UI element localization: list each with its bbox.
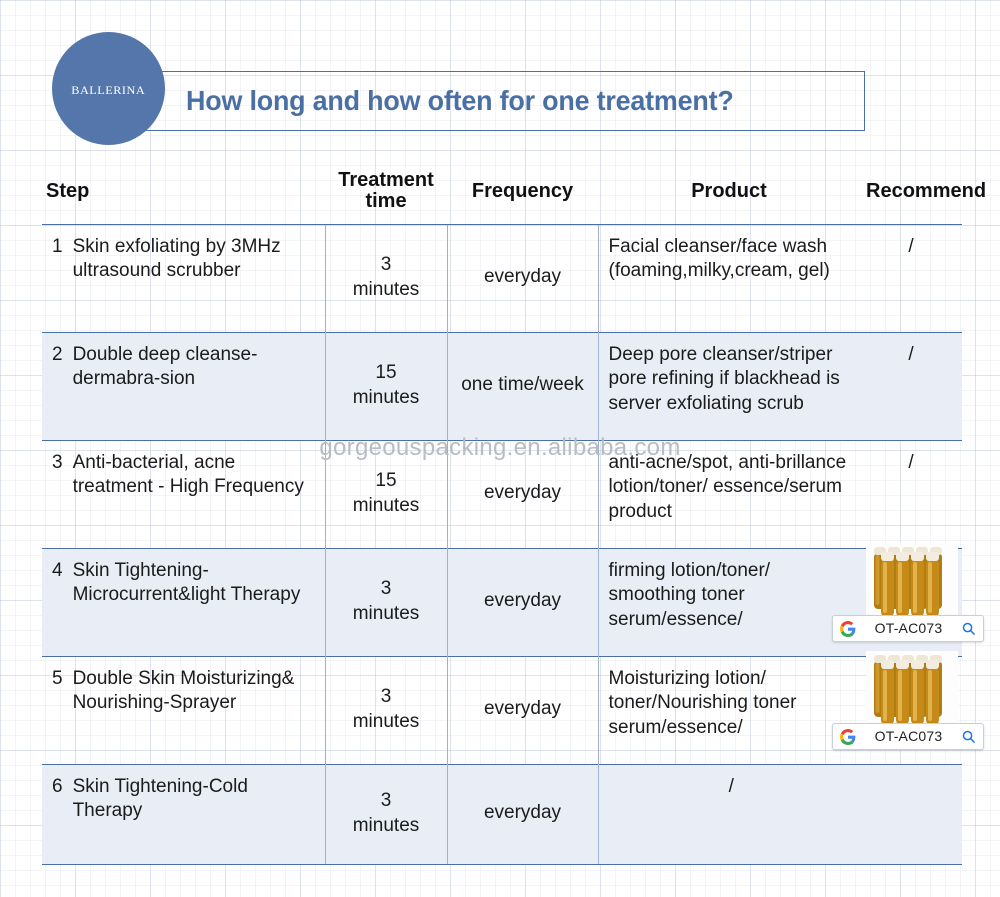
product-code-label: OT-AC073	[874, 619, 943, 636]
cell-treatment-time: 3 minutes	[324, 548, 447, 657]
cell-recommend: /	[860, 332, 962, 441]
treatment-time-value: 15	[375, 469, 397, 491]
treatment-time-value: 3	[380, 253, 392, 275]
title-box: How long and how often for one treatment…	[120, 71, 865, 131]
column-header-treatment-time-line2: time	[365, 190, 407, 212]
treatment-time-unit: minutes	[352, 602, 420, 624]
column-header-treatment-time-line1: Treatment	[338, 169, 434, 191]
page-title: How long and how often for one treatment…	[186, 85, 734, 116]
cell-product: firming lotion/toner/ smoothing toner se…	[597, 548, 860, 657]
table-row: 2 Double deep cleanse-dermabra-sion 15 m…	[42, 332, 962, 441]
cell-step: 5 Double Skin Moisturizing& Nourishing-S…	[42, 656, 325, 765]
treatment-time-unit: minutes	[352, 494, 420, 516]
cell-frequency: everyday	[446, 548, 598, 657]
treatment-time-value: 3	[380, 577, 392, 599]
treatment-time-unit: minutes	[352, 814, 420, 836]
table-row: 5 Double Skin Moisturizing& Nourishing-S…	[42, 651, 984, 765]
step-number: 3	[52, 452, 63, 473]
treatment-table: Step Treatment time Frequency Product Re…	[42, 168, 987, 865]
cell-frequency: everyday	[446, 764, 598, 865]
google-search-badge[interactable]: OT-AC073	[832, 615, 984, 642]
treatment-time-unit: minutes	[352, 386, 420, 408]
treatment-time-value: 3	[380, 789, 392, 811]
ampoules-icon	[866, 651, 958, 735]
step-label: Skin exfoliating by 3MHz ultrasound scru…	[72, 236, 281, 282]
step-number: 4	[52, 560, 63, 581]
header: How long and how often for one treatment…	[0, 0, 1000, 160]
cell-step: 3 Anti-bacterial, acne treatment - High …	[42, 440, 325, 549]
cell-treatment-time: 15 minutes	[324, 332, 447, 441]
cell-recommend: OT-AC073	[832, 543, 984, 657]
product-thumbnail[interactable]: OT-AC073	[832, 651, 984, 750]
cell-treatment-time: 3 minutes	[324, 764, 447, 865]
cell-treatment-time: 3 minutes	[324, 656, 447, 765]
google-search-badge[interactable]: OT-AC073	[832, 723, 984, 750]
table-row: 6 Skin Tightening-Cold Therapy 3 minutes…	[42, 764, 962, 865]
search-icon[interactable]	[961, 621, 976, 636]
cell-recommend: /	[860, 224, 962, 333]
table-header: Step Treatment time Frequency Product Re…	[42, 168, 987, 225]
search-icon[interactable]	[961, 729, 976, 744]
google-logo-icon	[840, 620, 856, 637]
table-row: 4 Skin Tightening-Microcurrent&light The…	[42, 543, 984, 657]
table-body: 1 Skin exfoliating by 3MHz ultrasound sc…	[42, 224, 984, 865]
cell-frequency: one time/week	[446, 332, 598, 441]
step-label: Skin Tightening-Microcurrent&light Thera…	[72, 560, 301, 606]
cell-treatment-time: 3 minutes	[324, 224, 447, 333]
treatment-time-unit: minutes	[352, 710, 420, 732]
table-row: 1 Skin exfoliating by 3MHz ultrasound sc…	[42, 224, 962, 333]
cell-step: 1 Skin exfoliating by 3MHz ultrasound sc…	[42, 224, 325, 333]
cell-product: Facial cleanser/face wash (foaming,milky…	[597, 224, 860, 333]
treatment-time-value: 15	[375, 361, 397, 383]
product-code-label: OT-AC073	[874, 727, 943, 744]
cell-step: 6 Skin Tightening-Cold Therapy	[42, 764, 325, 865]
step-number: 2	[52, 344, 63, 365]
brand-logo-label: BALLERINA	[71, 78, 146, 98]
cell-recommend	[860, 764, 962, 865]
cell-product: Moisturizing lotion/ toner/Nourishing to…	[597, 656, 860, 765]
column-header-product: Product	[691, 179, 767, 202]
treatment-time-unit: minutes	[352, 278, 420, 300]
cell-frequency: everyday	[446, 440, 598, 549]
column-header-recommend: Recommend	[866, 179, 987, 202]
cell-step: 4 Skin Tightening-Microcurrent&light The…	[42, 548, 325, 657]
column-header-frequency: Frequency	[471, 179, 574, 202]
treatment-time-value: 3	[380, 685, 392, 707]
table-header-row: Step Treatment time Frequency Product Re…	[42, 168, 987, 225]
step-label: Skin Tightening-Cold Therapy	[72, 776, 248, 822]
step-number: 1	[52, 236, 63, 257]
step-number: 5	[52, 668, 63, 689]
step-label: Double Skin Moisturizing& Nourishing-Spr…	[72, 668, 295, 714]
cell-frequency: everyday	[446, 656, 598, 765]
cell-recommend: /	[860, 440, 962, 549]
treatment-table-wrapper: Step Treatment time Frequency Product Re…	[42, 168, 987, 865]
cell-treatment-time: 15 minutes	[324, 440, 447, 549]
cell-frequency: everyday	[446, 224, 598, 333]
brand-logo: BALLERINA	[52, 32, 165, 145]
column-header-treatment-time: Treatment time	[325, 168, 447, 225]
cell-product: anti-acne/spot, anti-brillance lotion/to…	[597, 440, 860, 549]
cell-step: 2 Double deep cleanse-dermabra-sion	[42, 332, 325, 441]
ampoules-icon	[866, 543, 958, 627]
step-label: Double deep cleanse-dermabra-sion	[72, 344, 258, 390]
cell-product: Deep pore cleanser/striper pore refining…	[597, 332, 860, 441]
table-row: 3 Anti-bacterial, acne treatment - High …	[42, 440, 962, 549]
column-header-step: Step	[46, 179, 90, 202]
step-number: 6	[52, 776, 63, 797]
step-label: Anti-bacterial, acne treatment - High Fr…	[72, 452, 304, 498]
cell-recommend: OT-AC073	[832, 651, 984, 765]
google-logo-icon	[840, 728, 856, 745]
cell-product: /	[597, 764, 860, 865]
product-thumbnail[interactable]: OT-AC073	[832, 543, 984, 642]
